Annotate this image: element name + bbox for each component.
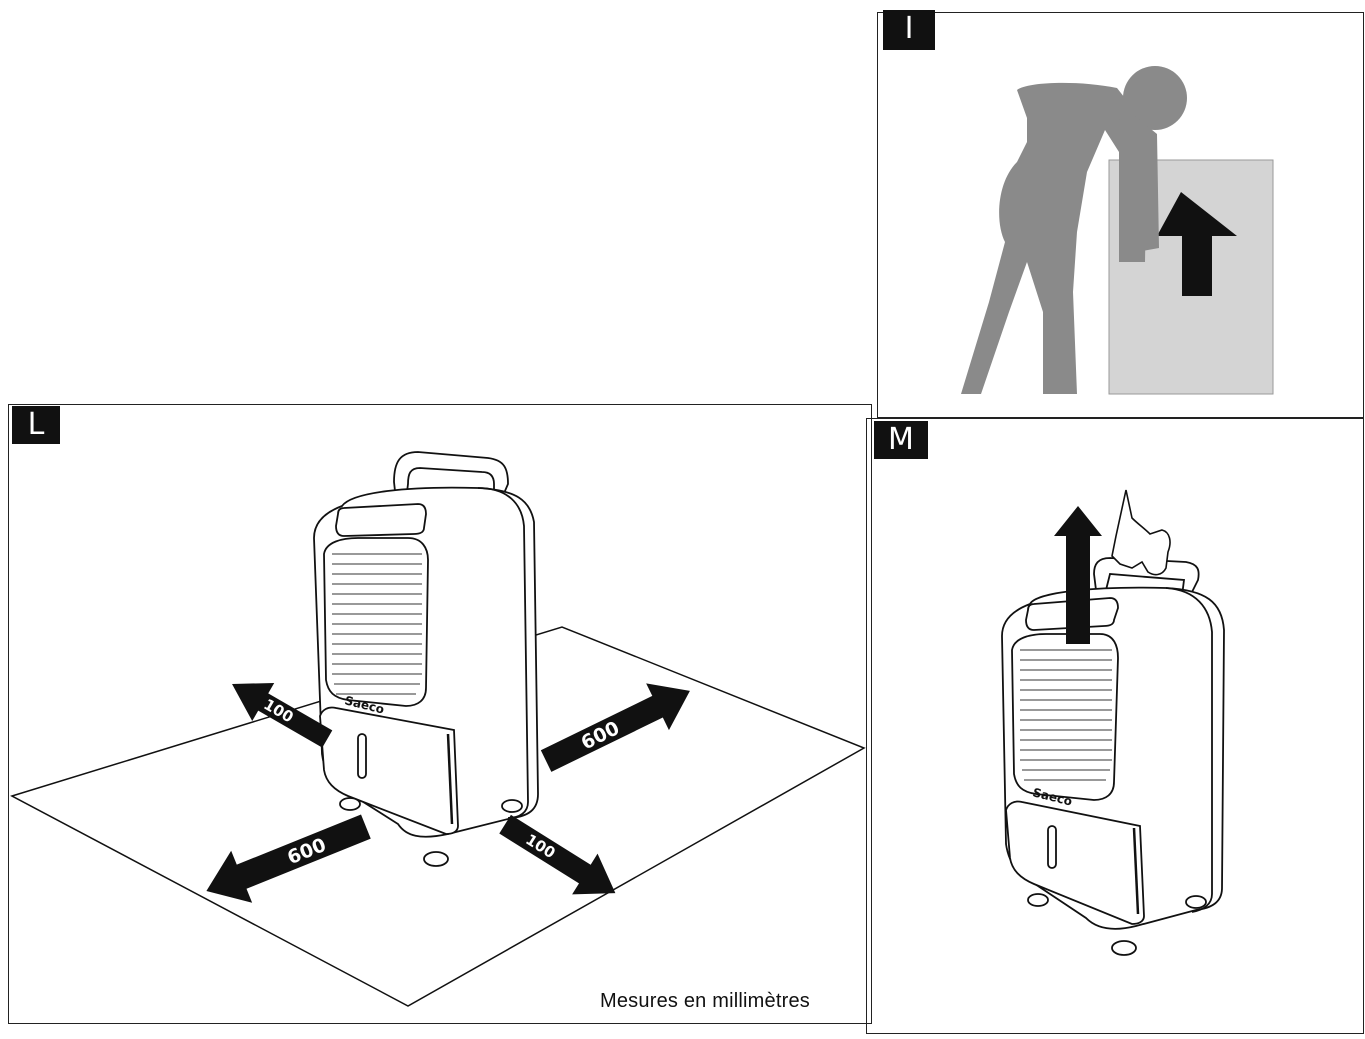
carry-up-arrow-icon (1054, 506, 1102, 644)
dehumidifier-unit-m (1001, 557, 1225, 956)
panel-l (8, 404, 872, 1024)
arrow-front-left: 600 (206, 814, 371, 903)
lift-up-arrow-icon (1157, 192, 1237, 296)
arrow-front-right: 100 (499, 814, 616, 895)
air-grille-m (1020, 649, 1112, 781)
person-body (961, 82, 1147, 395)
panel-label-m: M (874, 421, 928, 459)
panel-label-l: L (12, 406, 60, 444)
lifting-person-illustration (961, 66, 1274, 395)
panel-i (877, 12, 1364, 418)
person-head (1123, 66, 1187, 130)
clearance-diagram: Saeco 100 600 600 100 (10, 451, 866, 1007)
panel-label-i: I (883, 10, 935, 50)
arrow-rear-right: 600 (540, 683, 690, 772)
measurement-caption: Mesures en millimètres (600, 990, 811, 1012)
air-grille (332, 553, 422, 695)
person-arm (1109, 116, 1159, 252)
dehumidifier-unit (313, 451, 539, 867)
hand-icon (1111, 489, 1171, 576)
carry-unit-illustration: Saeco (1001, 489, 1225, 956)
panel-m (866, 418, 1364, 1034)
